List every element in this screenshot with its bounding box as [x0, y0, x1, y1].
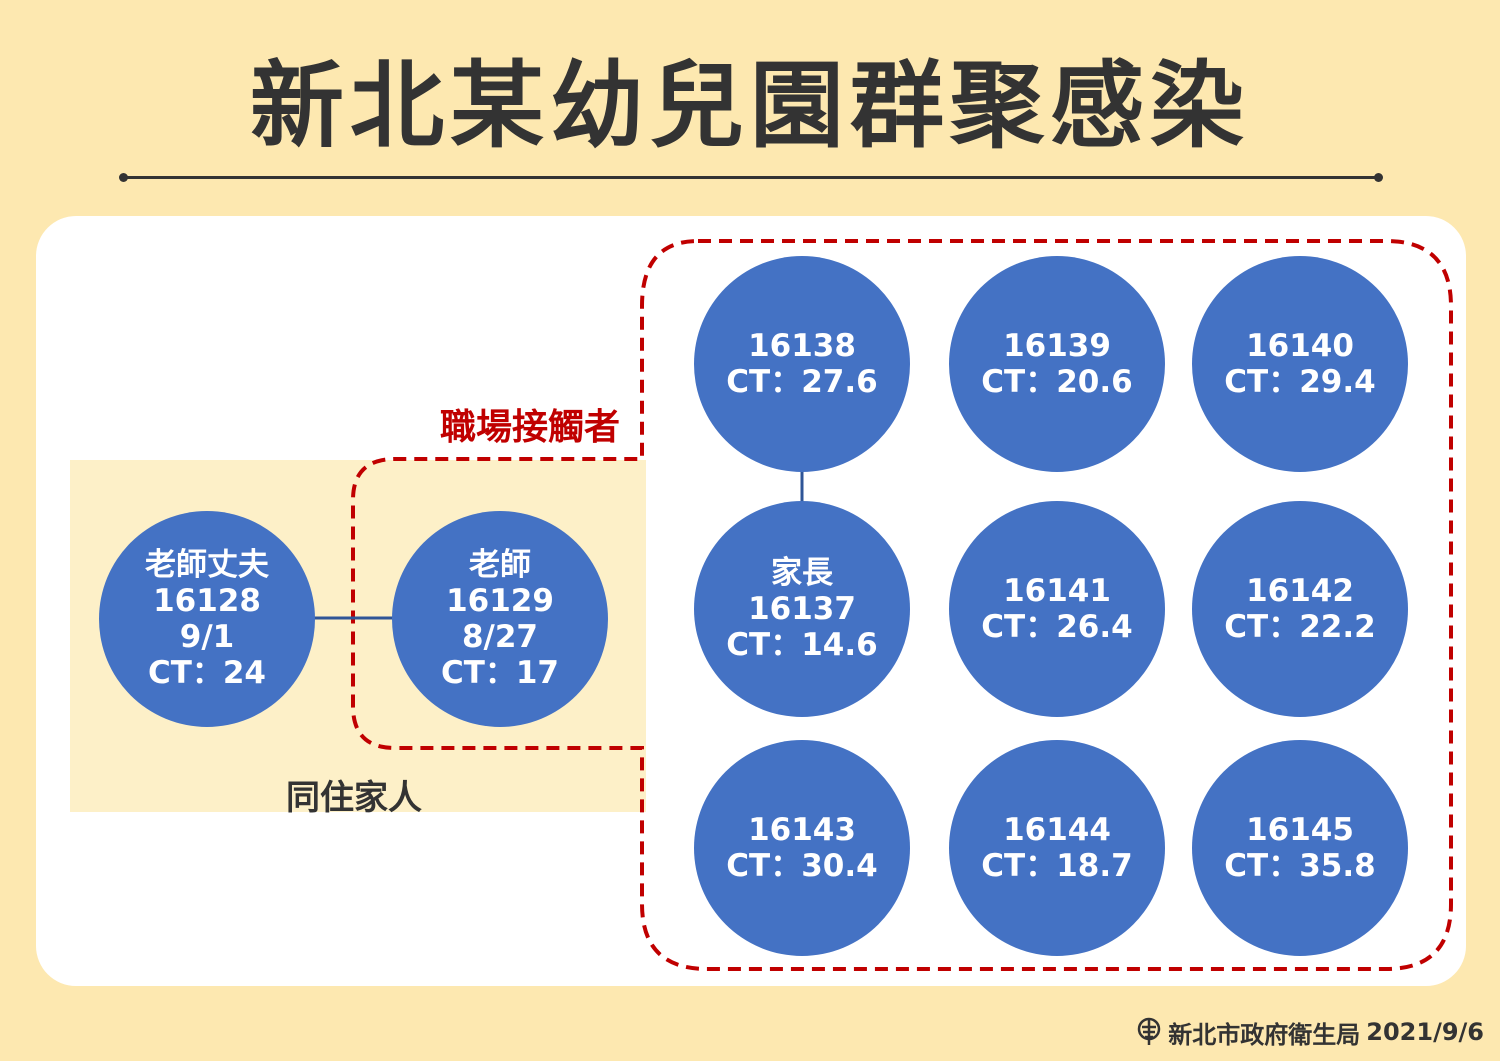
case-date: 8/27: [461, 619, 539, 655]
case-id: 16138: [748, 328, 856, 364]
footer-date: 2021/9/6: [1366, 1018, 1484, 1046]
footer-org: 新北市政府衛生局: [1168, 1020, 1361, 1049]
case-node-16144: 16144 CT：18.7: [949, 740, 1165, 956]
case-node-16141: 16141 CT：26.4: [949, 501, 1165, 717]
case-node-16139: 16139 CT：20.6: [949, 256, 1165, 472]
case-ct: CT：18.7: [981, 848, 1133, 884]
footer-credit: 新北市政府衛生局 2021/9/6: [1136, 1014, 1484, 1050]
divider-dot-left: [119, 173, 128, 182]
case-node-16128: 老師丈夫 16128 9/1 CT：24: [99, 511, 315, 727]
case-id: 16139: [1003, 328, 1111, 364]
case-id: 16140: [1246, 328, 1354, 364]
divider-dot-right: [1374, 173, 1383, 182]
case-node-16143: 16143 CT：30.4: [694, 740, 910, 956]
case-id: 16145: [1246, 812, 1354, 848]
case-ct: CT：27.6: [726, 364, 878, 400]
case-ct: CT：17: [440, 655, 560, 691]
workplace-contacts-label: 職場接觸者: [439, 407, 620, 448]
case-ct: CT：26.4: [981, 609, 1133, 645]
workplace-boundary: [351, 239, 1453, 971]
case-id: 16144: [1003, 812, 1111, 848]
page-title: 新北某幼兒園群聚感染: [249, 52, 1250, 161]
case-date: 9/1: [179, 619, 235, 655]
case-id: 16129: [446, 583, 554, 619]
household-label: 同住家人: [286, 778, 422, 818]
case-role: 家長: [771, 555, 833, 591]
title-divider: [124, 176, 1378, 179]
case-ct: CT：20.6: [981, 364, 1133, 400]
case-role: 老師丈夫: [145, 547, 269, 583]
case-role: 老師: [469, 547, 531, 583]
case-node-16145: 16145 CT：35.8: [1192, 740, 1408, 956]
case-id: 16128: [153, 583, 261, 619]
case-ct: CT：29.4: [1224, 364, 1376, 400]
case-id: 16137: [748, 591, 856, 627]
case-ct: CT：14.6: [726, 627, 878, 663]
case-id: 16142: [1246, 573, 1354, 609]
case-node-16140: 16140 CT：29.4: [1192, 256, 1408, 472]
case-ct: CT：22.2: [1224, 609, 1376, 645]
case-node-16138: 16138 CT：27.6: [694, 256, 910, 472]
case-node-16137: 家長 16137 CT：14.6: [694, 501, 910, 717]
case-node-16142: 16142 CT：22.2: [1192, 501, 1408, 717]
case-node-16129: 老師 16129 8/27 CT：17: [392, 511, 608, 727]
case-ct: CT：30.4: [726, 848, 878, 884]
case-id: 16141: [1003, 573, 1111, 609]
health-department-logo-icon: [1138, 1017, 1161, 1045]
case-id: 16143: [748, 812, 856, 848]
case-ct: CT：35.8: [1224, 848, 1376, 884]
case-ct: CT：24: [147, 655, 267, 691]
